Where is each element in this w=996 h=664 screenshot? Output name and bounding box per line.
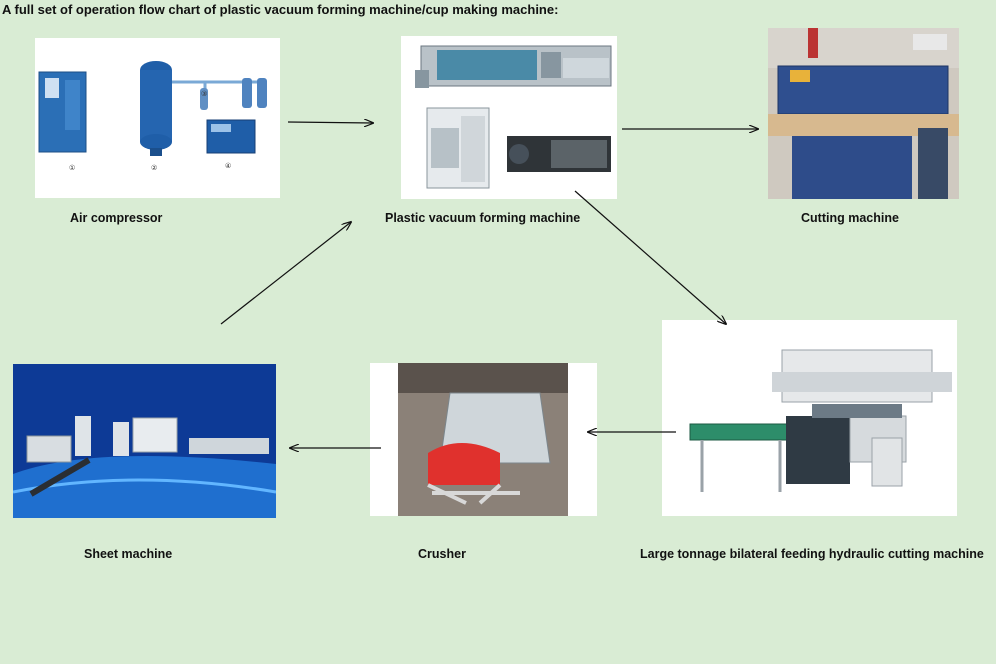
arrow-air-compressor-to-vacuum-forming (287, 122, 373, 123)
node-label-cutting: Cutting machine (801, 211, 899, 225)
arrow-vacuum-forming-to-hydraulic-cutting (574, 190, 726, 324)
node-label-sheet: Sheet machine (84, 547, 173, 561)
sheet-machine-image (13, 364, 276, 518)
node-label-crusher: Crusher (418, 547, 466, 561)
node-label-vacuum-forming: Plastic vacuum forming machine (385, 211, 581, 225)
vacuum-forming-image (401, 36, 617, 199)
photo-mark-2: ② (151, 164, 157, 172)
node-label-hydraulic-cutting: Large tonnage bilateral feeding hydrauli… (640, 547, 984, 561)
photo-mark-3: ③ (201, 90, 207, 98)
cutting-machine-image (768, 28, 959, 199)
crusher-image (370, 363, 597, 516)
air-compressor-image: ① ② ③ ④ (35, 38, 280, 198)
hydraulic-cutting-image (662, 320, 957, 516)
photo-mark-4: ④ (225, 162, 231, 170)
photo-mark-1: ① (69, 164, 75, 172)
chart-title: A full set of operation flow chart of pl… (2, 2, 559, 17)
arrow-sheet-to-vacuum-forming (220, 222, 351, 325)
node-label-air-compressor: Air compressor (70, 211, 163, 225)
